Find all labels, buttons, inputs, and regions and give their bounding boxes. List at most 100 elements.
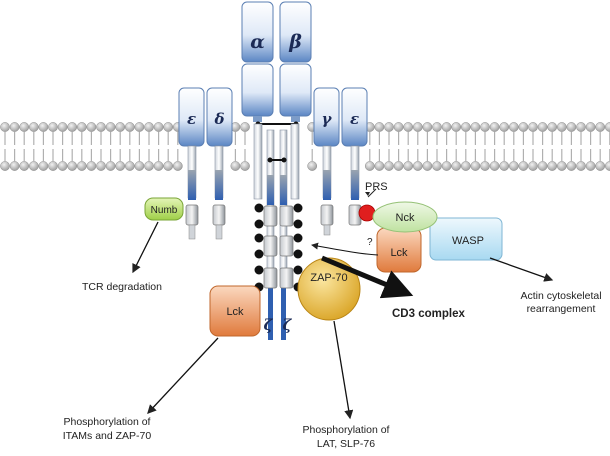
lipid-head xyxy=(9,161,20,171)
lipid-head xyxy=(528,161,538,171)
lipid-head xyxy=(384,161,394,171)
lipid-head xyxy=(518,161,529,171)
itam-label-line2: ITAMs and ZAP-70 xyxy=(63,430,152,442)
lipid-head xyxy=(441,161,452,171)
lipid-head xyxy=(412,122,423,132)
lipid-head xyxy=(403,122,414,132)
lipid-head xyxy=(307,161,318,171)
lipid-head xyxy=(134,122,145,132)
lipid-head xyxy=(19,161,30,171)
lck-right-protein: Lck xyxy=(376,227,422,273)
cd3-complex-label: CD3 complex xyxy=(392,308,465,320)
zeta-right-label: ζ xyxy=(283,316,293,334)
lipid-head xyxy=(153,122,164,132)
lipid-head xyxy=(28,161,39,171)
lipid-head xyxy=(57,122,68,132)
lipid-head xyxy=(576,122,586,132)
prs-label: PRS xyxy=(365,181,388,193)
lck-to-itam-phosphorylation-arrow xyxy=(147,337,219,414)
lipid-head xyxy=(508,161,519,171)
lipid-head xyxy=(144,122,154,132)
lipid-head xyxy=(547,122,558,132)
delta-label: δ xyxy=(213,110,224,128)
lipid-head xyxy=(374,122,385,132)
lipid-head xyxy=(76,161,87,171)
zap70-protein: ZAP-70 xyxy=(297,257,361,321)
lipid-head xyxy=(403,161,414,171)
lipid-head xyxy=(240,161,250,171)
lipid-head xyxy=(163,122,174,132)
lipid-head xyxy=(124,161,135,171)
lipid-head xyxy=(528,122,538,132)
lipid-head xyxy=(537,161,548,171)
lipid-head xyxy=(96,161,106,171)
lipid-head xyxy=(422,122,433,132)
nck-protein: Nck xyxy=(372,201,438,233)
lipid-head xyxy=(460,161,471,171)
lck-left-protein: Lck xyxy=(209,285,261,337)
lipid-head xyxy=(374,161,385,171)
lipid-head xyxy=(393,161,404,171)
tcr-beta-chain: β xyxy=(279,1,312,122)
lipid-head xyxy=(460,122,471,132)
lipid-head xyxy=(432,161,442,171)
epsilon-right-label: ε xyxy=(350,110,359,128)
lipid-head xyxy=(57,161,68,171)
lipid-head xyxy=(144,161,154,171)
lipid-head xyxy=(105,122,116,132)
actin-label-line1: Actin cytoskeletal xyxy=(520,290,601,302)
lipid-head xyxy=(67,161,78,171)
zeta-left-label: ζ xyxy=(264,316,274,334)
lipid-head xyxy=(499,161,510,171)
numb-to-tcr-degradation-arrow xyxy=(132,221,159,274)
zap70-to-lat-arrow xyxy=(333,320,354,420)
lipid-head xyxy=(480,122,490,132)
lipid-head xyxy=(585,122,596,132)
lipid-head xyxy=(172,161,183,171)
lipid-head xyxy=(28,122,39,132)
lipid-head xyxy=(67,122,78,132)
cd3-complex-pointer-arrow xyxy=(321,255,414,299)
lipid-head xyxy=(489,161,500,171)
lipid-head xyxy=(489,122,500,132)
lipid-head xyxy=(585,161,596,171)
lck-left-label: Lck xyxy=(226,306,244,318)
lipid-head xyxy=(508,122,519,132)
lipid-head xyxy=(422,161,433,171)
wasp-to-actin-arrow xyxy=(489,257,554,282)
lipid-head xyxy=(124,122,135,132)
gamma-label: γ xyxy=(322,110,333,128)
lipid-head xyxy=(38,122,49,132)
wasp-label: WASP xyxy=(452,235,484,247)
tcr-degradation-label: TCR degradation xyxy=(82,281,162,293)
beta-label: β xyxy=(288,31,302,53)
prs-motif: PRS xyxy=(358,181,388,222)
lipid-head xyxy=(0,161,10,171)
lck-to-zeta-arrow xyxy=(311,242,379,256)
lipid-head xyxy=(451,161,462,171)
zeta-chains xyxy=(266,129,288,340)
lipid-head xyxy=(240,122,250,132)
lipid-head xyxy=(604,161,610,171)
wasp-protein: WASP xyxy=(429,217,503,261)
zeta-itams xyxy=(263,205,294,289)
lipid-head xyxy=(115,122,126,132)
lipid-head xyxy=(566,161,577,171)
numb-label: Numb xyxy=(151,205,178,216)
lipid-head xyxy=(537,122,548,132)
lipid-head xyxy=(547,161,558,171)
zap70-label: ZAP-70 xyxy=(310,272,347,284)
cd3-gamma-epsilon: γ ε xyxy=(313,87,368,236)
lipid-head xyxy=(480,161,490,171)
lipid-head xyxy=(556,161,567,171)
lipid-head xyxy=(412,161,423,171)
lipid-head xyxy=(451,122,462,132)
lipid-head xyxy=(364,161,375,171)
lipid-head xyxy=(48,122,58,132)
lipid-head xyxy=(86,122,97,132)
lipid-head xyxy=(0,122,10,132)
lipid-head xyxy=(105,161,116,171)
lipid-head xyxy=(604,122,610,132)
lipid-head xyxy=(96,122,106,132)
